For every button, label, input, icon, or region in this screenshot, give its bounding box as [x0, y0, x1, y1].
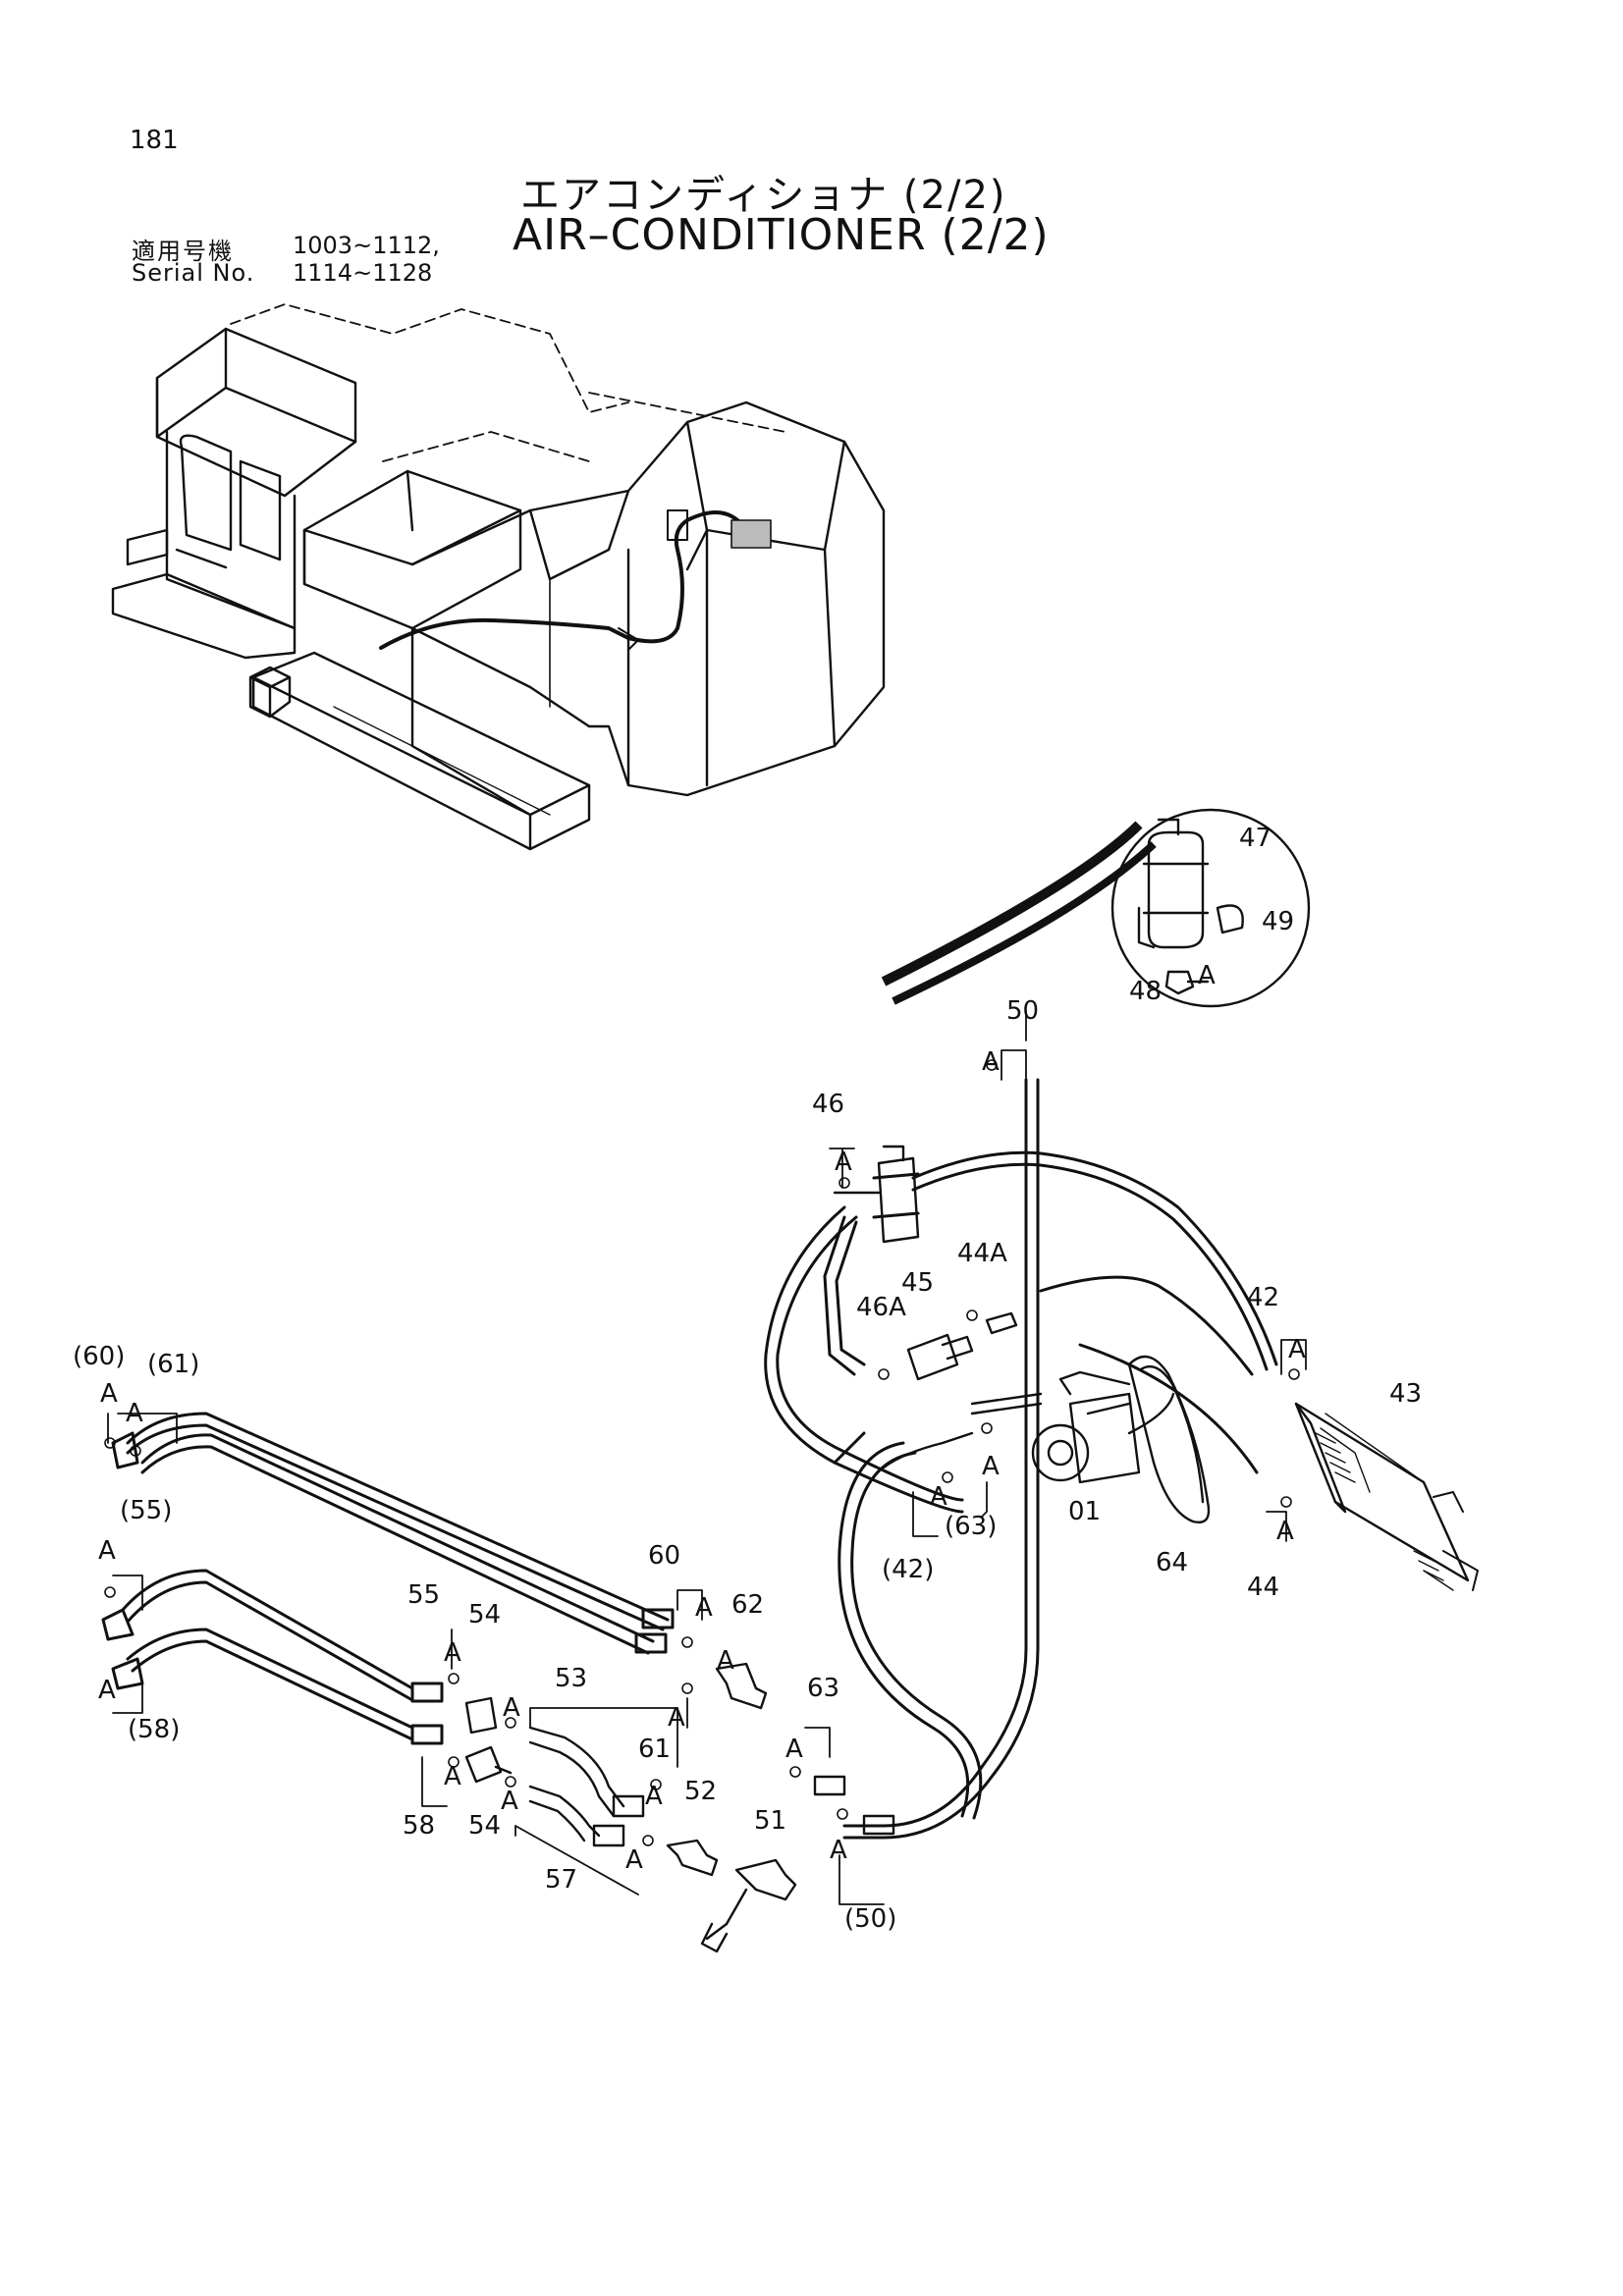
callout-64: 64: [1156, 1548, 1188, 1577]
callout-01: 01: [1068, 1497, 1101, 1526]
callout-60-A: A: [695, 1593, 713, 1623]
condenser: [1294, 1402, 1479, 1591]
callout-brackets: [107, 1010, 1307, 1905]
callout-63: 63: [807, 1674, 839, 1703]
callout-62: 62: [731, 1590, 764, 1620]
callout-58: 58: [403, 1811, 435, 1841]
callout-46-A: A: [835, 1148, 852, 1177]
callout-61: 61: [638, 1735, 671, 1764]
callout-62-A: A: [717, 1646, 734, 1676]
callout-60p-A: A: [100, 1379, 118, 1409]
callout-61p: (61): [147, 1350, 199, 1379]
callout-57: 57: [545, 1865, 577, 1895]
callout-45: 45: [901, 1268, 934, 1298]
callout-46A: 46A: [856, 1293, 906, 1322]
expansion-valve-45: [906, 1311, 1018, 1381]
receiver-drier-assembly: [833, 1145, 920, 1244]
callout-48-A: A: [1198, 961, 1216, 990]
callout-44A: 44A: [957, 1239, 1007, 1268]
title-english: AIR–CONDITIONER (2/2): [513, 210, 1050, 260]
serial-range-2: 1114~1128: [293, 259, 433, 287]
callout-61p-A: A: [126, 1399, 143, 1428]
callout-46: 46: [812, 1090, 844, 1119]
callout-50-A: A: [982, 1047, 1000, 1077]
callout-58p: (58): [128, 1715, 180, 1744]
compressor: [882, 1355, 1211, 1523]
left-hoses: [101, 1412, 675, 1745]
callout-42p: (42): [882, 1555, 934, 1584]
machine-isometric-view: [111, 303, 886, 851]
callout-47: 47: [1239, 824, 1271, 853]
callout-48: 48: [1129, 977, 1162, 1006]
page-number: 181: [130, 126, 179, 155]
callout-55: 55: [407, 1580, 440, 1610]
hose-routing: [764, 1078, 1278, 1840]
callout-44-A: A: [1276, 1517, 1294, 1546]
callout-labels: 47 49 48 A 50 A 46 A 46A 45 44A 42 A 43 …: [73, 824, 1422, 1934]
callout-61-A: A: [668, 1703, 685, 1733]
callout-42-A: A: [1288, 1335, 1306, 1364]
callout-57-A: A: [625, 1845, 643, 1875]
detail-zoom-circle: [881, 808, 1311, 1008]
callout-58p-A: A: [98, 1676, 116, 1705]
callout-53: 53: [555, 1664, 587, 1693]
callout-42: 42: [1247, 1283, 1279, 1312]
callout-55p-A: A: [98, 1536, 116, 1566]
callout-50: 50: [1006, 996, 1039, 1026]
callout-52: 52: [684, 1777, 717, 1806]
center-fittings: [464, 1662, 895, 1953]
callout-51: 51: [754, 1806, 786, 1836]
callout-55p: (55): [120, 1496, 172, 1525]
callout-54-top: 54: [468, 1600, 501, 1629]
serial-label-japanese: 適用号機: [132, 238, 234, 265]
callout-63p: (63): [945, 1512, 997, 1541]
serial-label-english: Serial No.: [132, 259, 255, 287]
callout-54-top-A: A: [503, 1693, 520, 1723]
callout-55-A: A: [444, 1638, 461, 1668]
callout-54-bottom-A: A: [501, 1787, 518, 1816]
callout-63p-A2: A: [982, 1452, 1000, 1481]
callout-50p-A: A: [830, 1836, 847, 1865]
callout-54-bottom: 54: [468, 1811, 501, 1841]
callout-49: 49: [1262, 907, 1294, 936]
callout-60: 60: [648, 1541, 680, 1571]
callout-50p: (50): [844, 1904, 896, 1934]
callout-63p-A: A: [930, 1482, 947, 1512]
serial-range-1: 1003~1112,: [293, 232, 440, 259]
o-ring-markers: [104, 1059, 1300, 1846]
title-japanese: エアコンディショナ (2/2): [520, 173, 1007, 218]
callout-43: 43: [1389, 1379, 1422, 1409]
callout-44: 44: [1247, 1573, 1279, 1602]
callout-60p: (60): [73, 1342, 125, 1371]
callout-58-A: A: [444, 1762, 461, 1791]
callout-63-A: A: [785, 1735, 803, 1764]
